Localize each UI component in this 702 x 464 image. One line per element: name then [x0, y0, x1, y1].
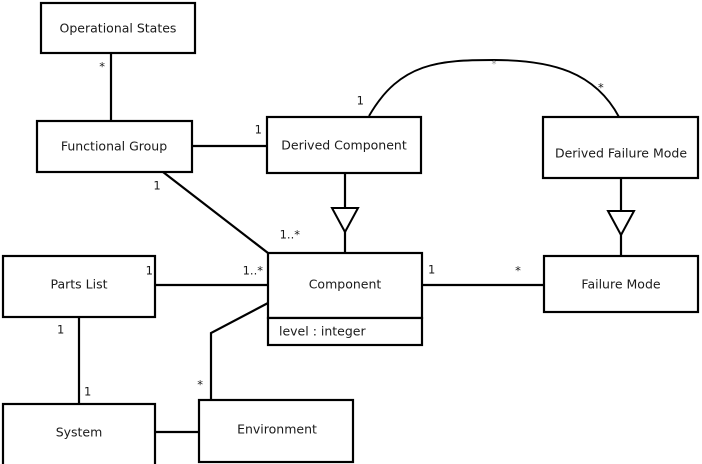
- multiplicity-functional-group-derived-component: 1: [255, 123, 262, 137]
- generalization-triangle-component: [330, 207, 360, 235]
- class-box-operational-states[interactable]: Operational States: [39, 1, 197, 55]
- multiplicity-parts-list-system-bottom: 1: [84, 385, 91, 399]
- link-environment-component: [209, 302, 269, 400]
- class-box-system[interactable]: System: [1, 402, 157, 464]
- multiplicity-component-failure-mode-left: 1: [428, 263, 435, 277]
- class-name-derived-component: Derived Component: [281, 138, 407, 153]
- multiplicity-environment-component: *: [197, 378, 203, 392]
- link-functional-group-component: [162, 171, 269, 254]
- multiplicity-component-failure-mode-right: *: [515, 264, 521, 278]
- class-box-system-rect: [1, 402, 157, 464]
- class-name-system: System: [56, 425, 103, 440]
- generalization-triangle-failure-mode: [606, 210, 636, 238]
- class-box-derived-failure-mode[interactable]: Derived Failure Mode: [541, 115, 700, 180]
- class-name-failure-mode: Failure Mode: [581, 277, 660, 292]
- class-box-parts-list[interactable]: Parts List: [1, 254, 157, 319]
- class-box-failure-mode-rect: [542, 254, 700, 314]
- class-box-derived-failure-mode-rect: [541, 115, 700, 180]
- class-box-derived-component[interactable]: Derived Component: [265, 115, 423, 175]
- class-attribute-component-level: level : integer: [279, 324, 366, 339]
- class-box-operational-states-rect: [39, 1, 197, 55]
- multiplicity-derived-component-arc-source: 1: [357, 94, 364, 108]
- class-box-environment[interactable]: Environment: [197, 398, 355, 464]
- class-name-derived-failure-mode: Derived Failure Mode: [555, 146, 687, 161]
- multiplicity-derived-failure-mode-arc-target: *: [598, 81, 604, 95]
- class-box-functional-group[interactable]: Functional Group: [35, 119, 194, 174]
- class-box-failure-mode[interactable]: Failure Mode: [542, 254, 700, 314]
- multiplicity-parts-list-system-top: 1: [57, 323, 64, 337]
- class-box-functional-group-rect: [35, 119, 194, 174]
- class-name-environment: Environment: [237, 422, 317, 437]
- multiplicity-component-from-functional-group: 1..*: [280, 228, 301, 242]
- class-name-parts-list: Parts List: [50, 277, 107, 292]
- multiplicity-operational-states-functional-group: *: [99, 60, 105, 74]
- link-derived-component-derived-failure-mode-arc: [368, 59, 620, 118]
- class-name-component: Component: [309, 277, 382, 292]
- class-box-environment-rect: [197, 398, 355, 464]
- class-name-operational-states: Operational States: [60, 21, 177, 36]
- class-box-component[interactable]: Component level : integer: [266, 251, 424, 347]
- multiplicity-parts-list-component-right: 1..*: [243, 264, 264, 278]
- class-box-derived-component-rect: [265, 115, 423, 175]
- class-name-functional-group: Functional Group: [61, 139, 167, 154]
- class-box-parts-list-rect: [1, 254, 157, 319]
- multiplicity-parts-list-component-left: 1: [146, 264, 153, 278]
- class-attribute-compartment-component: [266, 316, 424, 347]
- multiplicity-functional-group-component: 1: [153, 179, 160, 193]
- multiplicity-arc-apex: *: [492, 59, 497, 70]
